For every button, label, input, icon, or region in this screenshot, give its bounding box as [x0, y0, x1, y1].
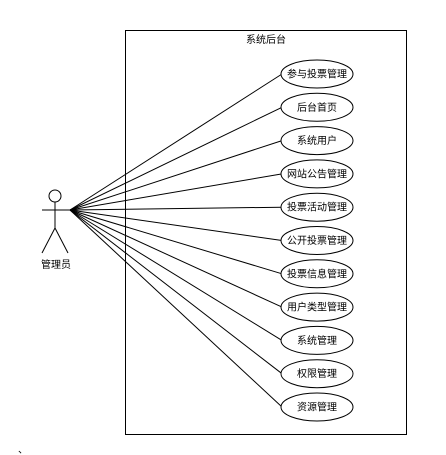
use-case: 系统用户: [280, 126, 354, 156]
association-line: [69, 106, 283, 211]
actor-figure: [41, 189, 70, 254]
association-line: [69, 140, 283, 211]
use-case: 公开投票管理: [280, 226, 354, 255]
use-case: 参与投票管理: [280, 59, 354, 89]
use-case: 投票信息管理: [280, 259, 354, 289]
use-case-label: 用户类型管理: [287, 301, 347, 314]
use-case: 资源管理: [280, 392, 354, 422]
association-line: [69, 209, 283, 275]
use-case-ellipse: [280, 292, 354, 322]
actor-label: 管理员: [41, 258, 71, 271]
association-line: [69, 209, 283, 241]
actor-head: [48, 189, 62, 203]
use-case-ellipse: [280, 359, 354, 389]
use-case-ellipse: [280, 259, 354, 289]
association-line: [69, 206, 283, 211]
use-case-label: 资源管理: [297, 401, 337, 414]
use-case-label: 系统用户: [297, 134, 337, 147]
system-title: 系统后台: [246, 33, 286, 46]
use-case-label: 系统管理: [297, 334, 337, 347]
use-case: 网站公告管理: [280, 159, 354, 189]
use-case: 用户类型管理: [280, 292, 354, 322]
association-line: [69, 209, 283, 341]
use-case-ellipse: [280, 159, 354, 189]
use-case-ellipse: [280, 126, 354, 156]
association-line: [69, 209, 283, 308]
use-case: 后台首页: [280, 92, 354, 122]
use-case-group: 参与投票管理后台首页系统用户网站公告管理投票活动管理公开投票管理投票信息管理用户…: [280, 59, 354, 422]
actor-right-leg: [54, 227, 69, 254]
actor-left-leg: [41, 227, 56, 254]
system-boundary: [125, 30, 407, 435]
use-case-label: 后台首页: [297, 101, 337, 114]
association-line: [69, 209, 283, 408]
use-case-label: 公开投票管理: [287, 234, 347, 247]
use-case-ellipse: [280, 92, 354, 122]
association-line: [69, 209, 283, 375]
use-case: 系统管理: [280, 325, 354, 355]
use-case-ellipse: [280, 59, 354, 89]
use-case: 投票活动管理: [280, 192, 354, 222]
use-case-label: 投票信息管理: [287, 267, 347, 280]
use-case-ellipse: [280, 192, 354, 222]
use-case-label: 网站公告管理: [287, 167, 347, 180]
use-case-ellipse: [280, 325, 354, 355]
use-case-label: 权限管理: [297, 367, 337, 380]
association-lines: [69, 73, 283, 408]
association-line: [69, 173, 283, 211]
use-case-label: 参与投票管理: [287, 68, 347, 81]
use-case-label: 投票活动管理: [287, 201, 347, 214]
stray-mark: 、: [18, 445, 28, 455]
use-case-ellipse: [280, 226, 354, 255]
association-line: [69, 73, 283, 211]
use-case: 权限管理: [280, 359, 354, 389]
use-case-ellipse: [280, 392, 354, 422]
